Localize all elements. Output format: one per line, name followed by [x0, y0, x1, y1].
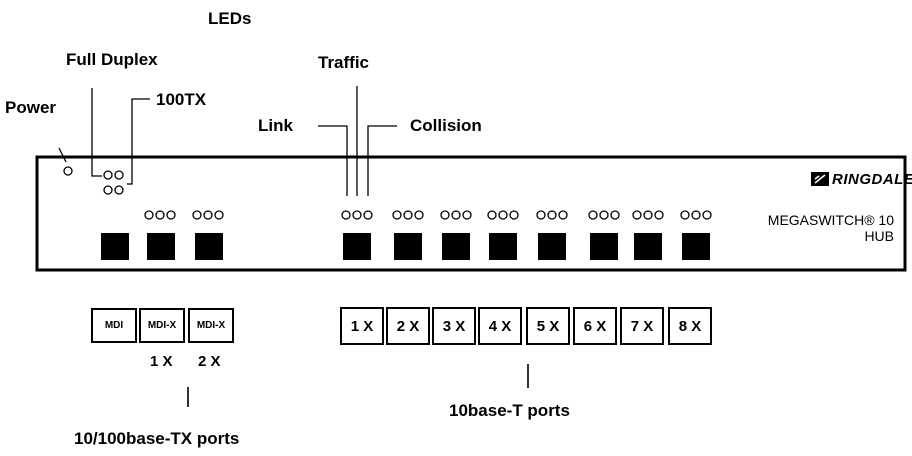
model-line-2: HUB	[864, 228, 894, 245]
t-port-box: 1 X	[340, 307, 384, 345]
t-ports	[341, 210, 712, 260]
t-port-box: 7 X	[620, 307, 664, 345]
led-icon	[462, 210, 472, 220]
led-icon	[599, 210, 609, 220]
t-port-8	[680, 210, 712, 260]
port-jack	[343, 233, 371, 260]
led-icon	[702, 210, 712, 220]
led-icon	[558, 210, 568, 220]
tx-port-1-name: 1 X	[150, 353, 173, 370]
led-icon	[166, 210, 176, 220]
led-icon	[498, 210, 508, 220]
led-icon	[155, 210, 165, 220]
ringdale-logo-icon	[811, 172, 829, 186]
port-jack	[590, 233, 618, 260]
led-icon	[403, 210, 413, 220]
led-icon	[144, 210, 154, 220]
led-icon	[214, 210, 224, 220]
tx-port-3	[192, 210, 224, 260]
port-jack	[101, 233, 129, 260]
led-icon	[632, 210, 642, 220]
tx-mode-switch: MDI	[91, 308, 137, 343]
100tx-label: 100TX	[156, 90, 207, 109]
port-jack	[394, 233, 422, 260]
led-icon	[352, 210, 362, 220]
tx-ports-caption: 10/100base-TX ports	[74, 429, 240, 448]
link-label: Link	[258, 116, 293, 135]
led-icon	[414, 210, 424, 220]
led-icon	[654, 210, 664, 220]
port-jack	[195, 233, 223, 260]
link-leader-line	[318, 125, 348, 196]
collision-label: Collision	[410, 116, 482, 135]
t-port-1	[341, 210, 373, 260]
led-icon	[610, 210, 620, 220]
port-jack	[489, 233, 517, 260]
port-jack	[147, 233, 175, 260]
led-icon	[203, 210, 213, 220]
led-icon	[392, 210, 402, 220]
power-label: Power	[5, 98, 57, 117]
t-ports-caption: 10base-T ports	[449, 401, 570, 420]
t-port-5	[536, 210, 568, 260]
hub-chassis	[35, 155, 907, 272]
power-leader-line	[58, 147, 67, 163]
led-icon	[487, 210, 497, 220]
led-icon	[192, 210, 202, 220]
led-icon	[691, 210, 701, 220]
led-icon	[643, 210, 653, 220]
tx-port-2-name: 2 X	[198, 353, 221, 370]
port-jack	[442, 233, 470, 260]
full-duplex-leader-line	[91, 88, 102, 177]
led-icon	[547, 210, 557, 220]
led-icon	[680, 210, 690, 220]
model-line-1: MEGASWITCH® 10	[767, 212, 894, 228]
tx-port-1	[101, 233, 129, 260]
led-icon	[451, 210, 461, 220]
t-port-box: 4 X	[478, 307, 522, 345]
t-port-6	[588, 210, 620, 260]
full-duplex-label: Full Duplex	[66, 50, 158, 69]
port-jack	[538, 233, 566, 260]
led-icon	[341, 210, 351, 220]
led-icon	[114, 170, 124, 180]
port-jack	[634, 233, 662, 260]
t-port-box: 6 X	[573, 307, 617, 345]
tx-mode-switch: MDI-X	[188, 308, 234, 343]
brand-logo-text: RINGDALE	[832, 171, 912, 188]
collision-leader-line	[367, 125, 397, 196]
port-jack	[682, 233, 710, 260]
led-icon	[103, 185, 113, 195]
t-port-2	[392, 210, 424, 260]
led-icon	[588, 210, 598, 220]
led-icon	[114, 185, 124, 195]
t-port-7	[632, 210, 664, 260]
led-icon	[440, 210, 450, 220]
t-port-box: 3 X	[432, 307, 476, 345]
led-icon	[363, 210, 373, 220]
tx-mode-switch: MDI-X	[139, 308, 185, 343]
tx-ports	[101, 210, 224, 260]
tx-port-2	[144, 210, 176, 260]
led-icon	[509, 210, 519, 220]
t-port-box: 5 X	[526, 307, 570, 345]
power-led-icon	[63, 166, 73, 176]
t-port-4	[487, 210, 519, 260]
model-name: MEGASWITCH® 10 HUB	[768, 212, 894, 244]
traffic-label: Traffic	[318, 53, 370, 72]
t-port-box: 8 X	[668, 307, 712, 345]
tx-port-1-extra-leds	[103, 170, 124, 195]
100tx-leader-line	[127, 98, 150, 185]
led-icon	[103, 170, 113, 180]
t-port-3	[440, 210, 472, 260]
t-port-box: 2 X	[386, 307, 430, 345]
led-icon	[536, 210, 546, 220]
leds-heading: LEDs	[208, 9, 252, 28]
